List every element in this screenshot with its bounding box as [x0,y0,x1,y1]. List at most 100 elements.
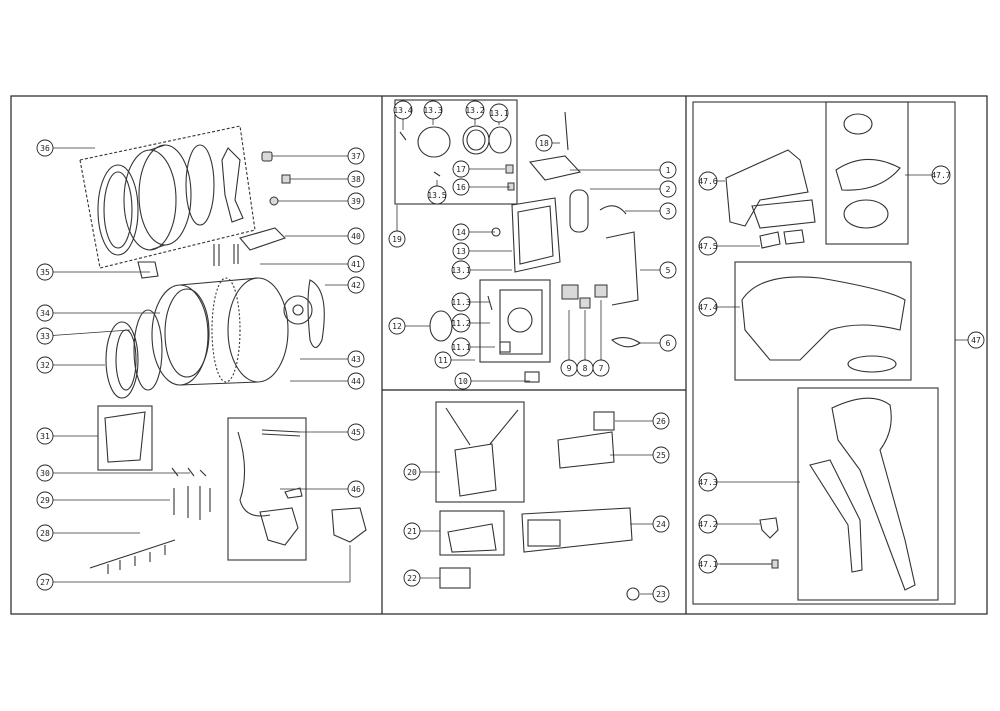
duct-47-6 [725,149,809,227]
callout-circle [652,446,670,464]
callout-24: 24 [630,515,670,533]
condenser-47-4 [741,276,906,361]
callout-circle [451,292,471,312]
callout-11: 11 [434,351,475,369]
callout-label: 47.6 [698,177,717,186]
callout-label: 29 [40,496,50,505]
valve-9 [561,284,579,300]
callout-13-3: 13.3 [423,100,443,125]
callout-14: 14 [452,223,495,241]
callout-label: 12 [392,322,402,331]
dispenser-hoses [445,407,519,446]
drum-edge-top [149,144,166,151]
callout-13-4: 13.4 [393,100,413,130]
cable-18 [564,111,569,151]
callout-42: 42 [325,276,365,294]
callout-47-7: 47.7 [905,165,951,185]
callout-circle [931,165,951,185]
drum-spider [221,147,244,223]
left-panel-parts [79,125,367,582]
callout-10: 10 [454,372,530,390]
callout-label: 47.7 [931,171,950,180]
callout-41: 41 [260,255,365,273]
callout-circle [403,463,421,481]
callout-31: 31 [36,427,98,445]
frame-2 [569,189,589,233]
hose-3 [599,205,627,215]
callout-label: 13.1 [451,266,470,275]
callout-label: 2 [666,185,671,194]
heater-pipe [809,459,863,573]
callout-44: 44 [290,372,365,390]
callout-label: 25 [656,451,666,460]
callout-circle [452,242,470,260]
callout-label: 47.5 [698,242,717,251]
panel-window [527,519,561,547]
hinge-13-4 [399,131,407,141]
callout-label: 24 [656,520,666,529]
callout-47-5: 47.5 [698,236,760,256]
door-frame-13-1 [488,126,512,154]
part-17 [505,164,514,174]
door-ring-32 [105,321,139,399]
callout-circle [652,515,670,533]
callout-label: 11.2 [451,319,470,328]
callout-circle [36,573,54,591]
callout-26: 26 [615,412,670,430]
hinge-11-3 [487,295,493,311]
callout-circle [36,356,54,374]
callout-13: 13 [452,242,512,260]
callout-circle [403,522,421,540]
callout-circle [659,202,677,220]
drain-hose [237,431,271,517]
callout-label: 18 [539,139,549,148]
callout-13-1: 13.1 [489,103,509,125]
callout-label: 47.3 [698,478,717,487]
door-parts-box [394,99,518,205]
callout-circle [388,230,406,248]
callout-circle [652,412,670,430]
callout-circle [36,524,54,542]
seal-39 [269,196,279,206]
drain-pump [259,507,299,546]
duct-plate [751,199,816,229]
fan-housing [843,199,889,229]
callout-47-2: 47.2 [698,514,760,534]
heater-duct-47-3 [831,397,916,591]
callout-label: 45 [351,428,361,437]
callout-label: 36 [40,144,50,153]
dispenser-housing [454,443,497,497]
callout-label: 47.4 [698,303,717,312]
door-glass-13-2-inner [466,129,486,151]
callout-label: 9 [567,364,572,373]
callout-circle [36,491,54,509]
callout-label: 21 [407,527,417,536]
dispenser-box-20 [435,401,525,503]
callout-circle [454,372,472,390]
callout-label: 13.5 [427,191,446,200]
callout-circle [452,160,470,178]
middle-panel-parts [394,99,642,601]
callout-circle [698,514,718,534]
callout-circle [451,337,471,357]
callout-label: 11 [438,356,448,365]
bracket-31 [104,411,146,463]
callout-circle [403,569,421,587]
tub-edge-top [179,277,259,286]
side-panel-5 [605,231,639,306]
callout-circle [698,171,718,191]
callout-8: 8 [576,310,594,377]
label-10 [524,371,540,383]
door-opening [507,307,533,333]
callout-13-5: 13.5 [427,180,447,205]
callout-38: 38 [290,170,365,188]
callout-47-4: 47.4 [698,297,740,317]
fan-box-47-7 [825,101,909,245]
callout-circle [36,327,54,345]
belt-42 [307,279,325,349]
callout-28: 28 [36,524,140,542]
callout-circle [36,304,54,322]
callout-36: 36 [36,139,95,157]
callout-label: 33 [40,332,50,341]
